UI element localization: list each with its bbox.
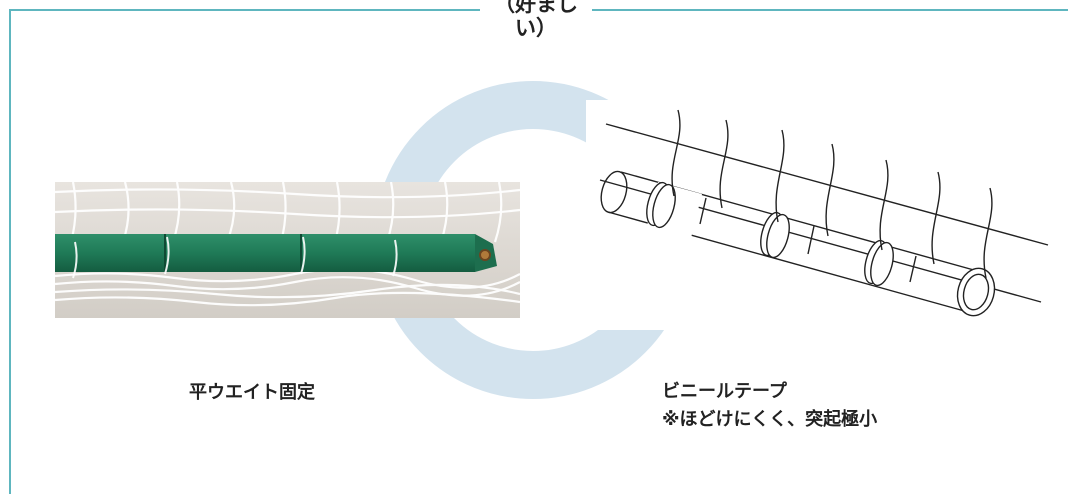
left-caption: 平ウエイト固定 [189, 382, 315, 403]
right-caption-line2: ※ほどけにくく、突起極小 [662, 409, 878, 430]
vinyl-tape-pipe-illustration [586, 100, 1066, 330]
green-weight-photo [55, 182, 520, 318]
section-title: （好ましい） [480, 0, 592, 40]
right-caption-line1: ビニールテープ [662, 381, 787, 402]
right-caption: ビニールテープ ※ほどけにくく、突起極小 [662, 378, 877, 434]
